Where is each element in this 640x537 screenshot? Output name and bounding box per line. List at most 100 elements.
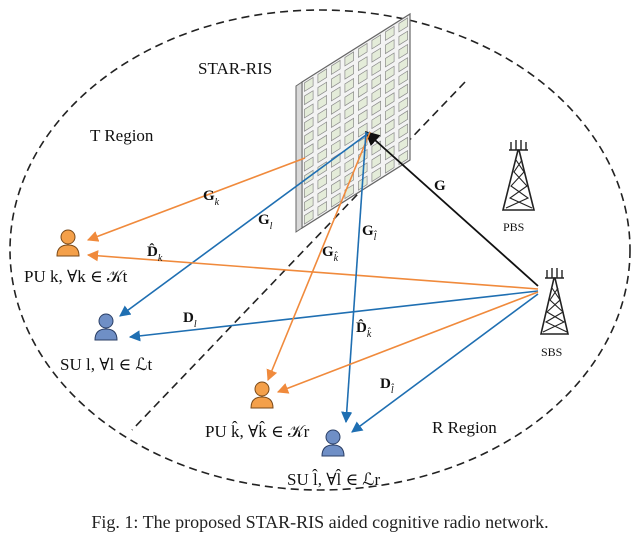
ris-element [304,182,314,199]
ris-element [385,92,395,108]
ris-element [304,90,314,106]
channel-gk-label: Gk [203,188,220,208]
ris-element [371,47,381,63]
ris-element [331,59,341,76]
ris-element [371,74,381,90]
ris-element [344,104,354,120]
link-gl [119,131,371,317]
ris-element [317,147,327,164]
channel-dk-label: D̂k [147,243,163,264]
ris-element [317,94,327,111]
ris-element [398,96,408,113]
ris-element [317,174,327,190]
ris-element [385,118,395,134]
ris-element [385,65,395,81]
channel-dlhat-label: Dl̂ [380,376,394,396]
ris-element [344,170,354,186]
ris-element [385,39,395,55]
channel-dl-label: Dl [183,310,197,330]
ris-element [398,57,408,73]
link-dkhat [276,291,539,394]
ris-element [371,166,381,183]
ris-element [317,121,327,137]
pbs-tower-icon [501,140,536,211]
ris-element [317,81,327,97]
link-g [364,131,539,287]
ris-element [317,134,327,150]
ris-element [331,99,341,115]
ris-element [385,105,395,121]
link-dlhat [351,293,539,433]
pu-r-user-icon [250,381,274,409]
figure-caption: Fig. 1: The proposed STAR-RIS aided cogn… [91,512,549,532]
ris-element [385,158,395,174]
ris-element [331,152,341,168]
pu-t-label: PU k, ∀k ∈ 𝒦t [24,267,128,286]
ris-element [371,113,381,130]
sbs-tower-icon [539,268,570,335]
ris-element [331,86,341,102]
link-gk [86,157,306,242]
coverage-ellipse [9,9,631,491]
ris-element [398,70,408,86]
ris-element [398,30,408,46]
ris-element [304,156,314,172]
link-gkhat [266,131,371,382]
link-glhat [341,131,367,424]
t-region-label: T Region [90,126,154,145]
channel-dkhat-label: D̂k̂ [356,319,372,340]
ris-element [385,52,395,68]
ris-element [398,83,408,99]
ris-element [331,179,341,195]
ris-element [385,25,395,42]
pbs-label: PBS [503,220,524,234]
ris-element [371,87,381,103]
ris-element [385,78,395,95]
ris-element [331,73,341,89]
ris-element [317,108,327,124]
channel-g-label: G [434,178,446,194]
r-region-label: R Region [432,418,497,437]
ris-element [304,76,314,93]
ris-element [331,112,341,129]
ris-element [358,82,368,98]
ris-element [317,68,327,84]
star-ris-panel [295,12,411,233]
su-r-user-icon [321,429,345,457]
ris-element [385,131,395,148]
ris-element [344,117,354,133]
channel-gkhat-label: Gk̂ [322,244,339,264]
su-r-label: SU l̂, ∀l̂ ∈ ℒr [287,469,381,489]
ris-element [344,77,354,94]
ris-element [371,34,381,50]
ris-element [331,192,341,208]
ris-element [304,129,314,146]
ris-element [358,109,368,125]
pu-t-user-icon [56,229,80,257]
ris-element [358,56,368,72]
ris-element [398,123,408,139]
ris-element [371,60,381,77]
ris-element [398,43,408,60]
ris-element [371,100,381,116]
ris-element [304,209,314,225]
ris-element [304,143,314,159]
ris-element [344,91,354,107]
ris-element [331,165,341,182]
su-t-label: SU l, ∀l ∈ ℒt [60,355,153,374]
channel-glhat-label: Gl̂ [362,223,377,243]
ris-element [344,157,354,173]
star-ris-label: STAR-RIS [198,59,272,78]
ris-element [304,103,314,119]
ris-element [304,116,314,132]
ris-element [344,130,354,147]
ris-element [398,17,408,33]
ris-element [344,51,354,67]
ris-element [331,126,341,142]
link-dl [128,290,539,342]
ris-element [358,95,368,112]
channel-gl-label: Gl [258,212,273,232]
ris-element [304,196,314,212]
ris-element [344,64,354,80]
